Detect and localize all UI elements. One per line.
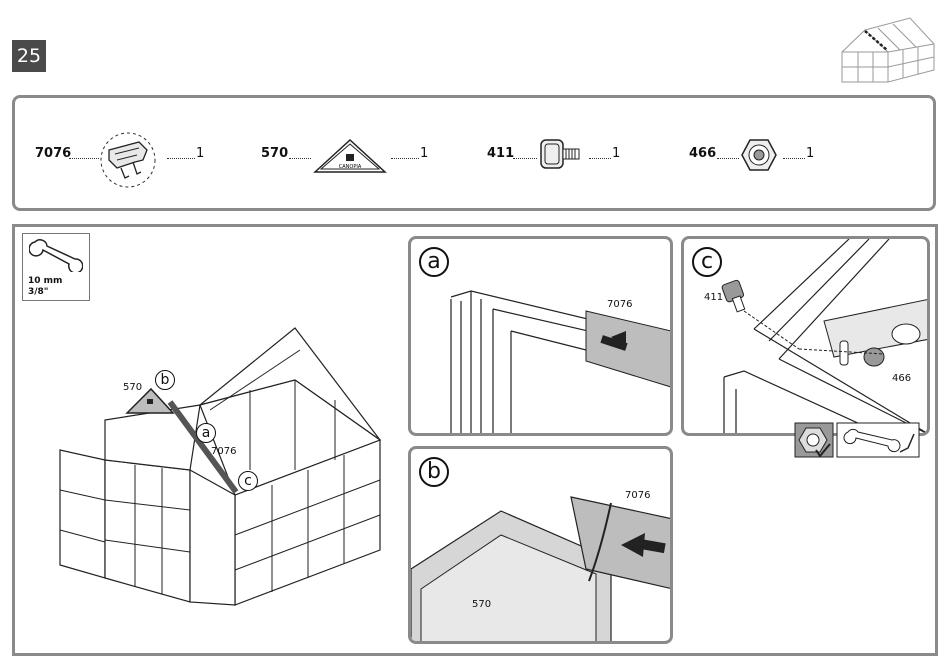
detail-panel-c: c 411 466 <box>681 236 930 436</box>
panel-letter-a: a <box>419 247 449 277</box>
part-code: 7076 <box>35 146 71 161</box>
wrench-icon <box>29 238 83 272</box>
detail-panel-a: a 7076 <box>408 236 673 436</box>
detail-panel-b: b 7076 570 <box>408 446 673 644</box>
part-code: 466 <box>689 146 716 161</box>
gable-cap-icon: CANOPIA <box>313 136 387 176</box>
panel-c-drawing <box>684 239 930 435</box>
callout-circle-c: c <box>238 471 258 491</box>
panel-letter-b: b <box>419 457 449 487</box>
dotted-leader <box>783 158 805 159</box>
callout-part-570: 570 <box>123 382 142 393</box>
panel-c-label-466: 466 <box>892 373 911 384</box>
dotted-leader <box>289 158 311 159</box>
panel-b-drawing <box>411 449 673 643</box>
dotted-leader <box>717 158 739 159</box>
clip-icon <box>99 130 157 190</box>
panel-letter-c: c <box>692 247 722 277</box>
dotted-leader <box>69 158 99 159</box>
dotted-leader <box>167 158 195 159</box>
callout-circle-b: b <box>155 370 175 390</box>
panel-a-label-7076: 7076 <box>607 299 632 310</box>
greenhouse-thumbnail-icon <box>838 10 938 86</box>
part-quantity: 1 <box>612 146 620 161</box>
parts-list-panel: 7076 1 570 CANOPIA 1 411 1 466 1 <box>12 95 936 211</box>
panel-c-label-411: 411 <box>704 292 723 303</box>
wrench-inset-icon <box>836 422 920 458</box>
nut-icon <box>741 138 777 172</box>
tool-requirement-box: 10 mm 3/8" <box>22 233 90 301</box>
dotted-leader <box>513 158 537 159</box>
brand-label: CANOPIA <box>339 164 362 170</box>
part-quantity: 1 <box>806 146 814 161</box>
part-code: 411 <box>487 146 514 161</box>
callout-circle-a: a <box>196 423 216 443</box>
tool-size-inch: 3/8" <box>28 287 49 297</box>
step-number-badge: 25 <box>12 40 46 72</box>
dotted-leader <box>391 158 419 159</box>
tool-size-mm: 10 mm <box>28 276 62 286</box>
bolt-icon <box>539 138 583 170</box>
panel-b-label-7076: 7076 <box>625 490 650 501</box>
nut-tighten-inset-icon <box>794 422 834 458</box>
dotted-leader <box>589 158 611 159</box>
greenhouse-assembly-drawing <box>50 320 395 610</box>
panel-b-label-570: 570 <box>472 599 491 610</box>
part-quantity: 1 <box>420 146 428 161</box>
panel-a-drawing <box>411 239 673 435</box>
part-code: 570 <box>261 146 288 161</box>
callout-part-7076: 7076 <box>211 446 236 457</box>
part-quantity: 1 <box>196 146 204 161</box>
